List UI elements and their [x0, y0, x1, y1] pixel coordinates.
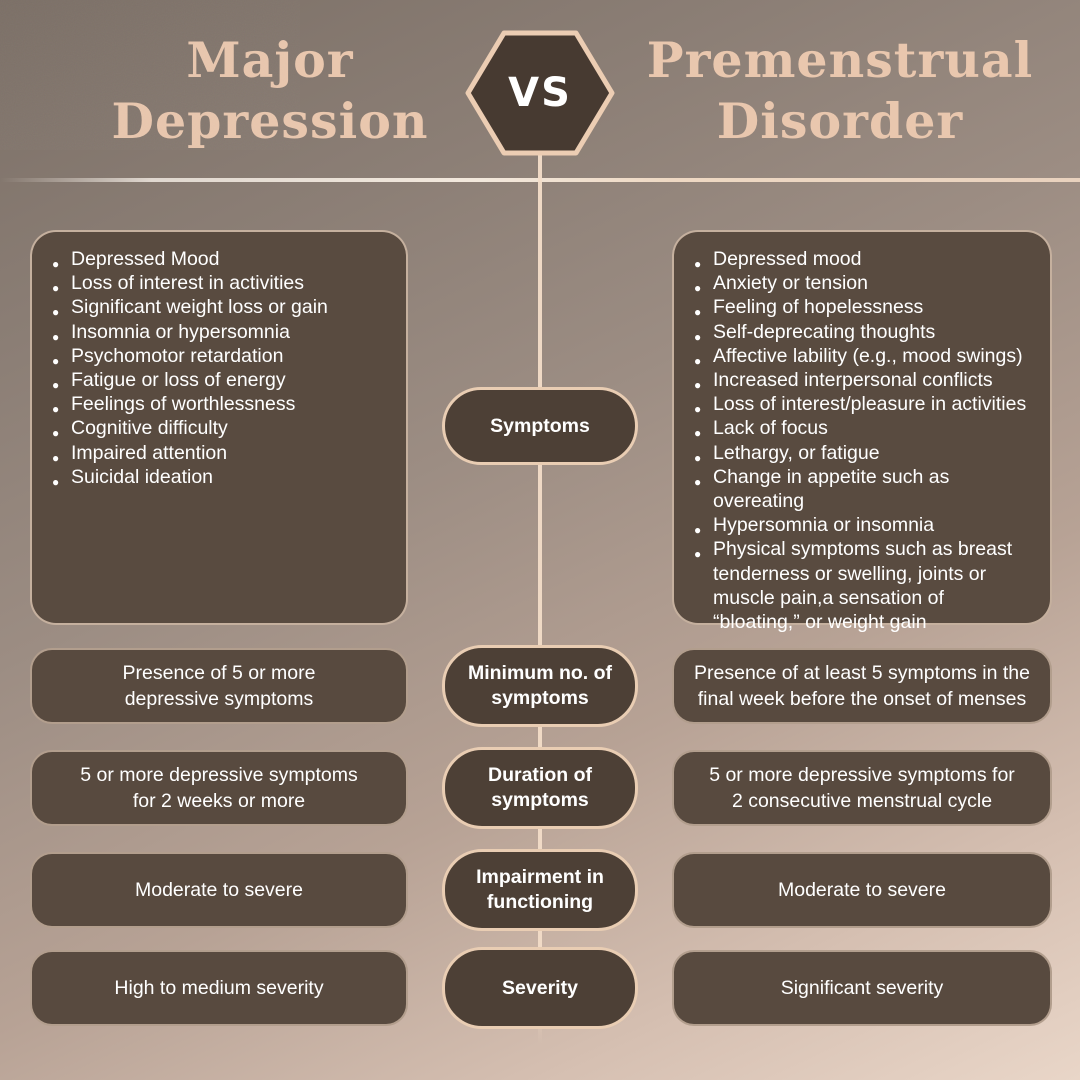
symptom-item: Change in appetite such as overeating — [694, 465, 1036, 513]
min-symptoms-pill: Minimum no. of symptoms — [442, 645, 638, 727]
symptoms-list-left: Depressed MoodLoss of interest in activi… — [52, 247, 392, 494]
min-symptoms-right-box: Presence of at least 5 symptoms in the f… — [672, 648, 1052, 724]
vertical-divider — [538, 152, 542, 1045]
severity-left-box: High to medium severity — [30, 950, 408, 1026]
severity-right-text: Significant severity — [780, 977, 944, 999]
impairment-right-text: Moderate to severe — [777, 879, 946, 901]
symptom-item: Loss of interest in activities — [52, 271, 392, 300]
vs-label: VS — [508, 70, 572, 116]
right-title-line2: Disorder — [716, 92, 964, 150]
vs-hexagon: VS — [463, 26, 617, 160]
left-title: Major Depression — [55, 30, 485, 152]
symptom-item: Depressed Mood — [52, 247, 392, 276]
min-symptoms-left-text: Presence of 5 or more depressive symptom… — [122, 662, 316, 710]
symptom-item: Hypersomnia or insomnia — [694, 513, 1036, 542]
symptoms-pill: Symptoms — [442, 387, 638, 465]
impairment-left-text: Moderate to severe — [134, 879, 303, 901]
symptom-item: Insomnia or hypersomnia — [52, 320, 392, 349]
impairment-left-box: Moderate to severe — [30, 852, 408, 928]
symptom-item: Increased interpersonal conflicts — [694, 368, 1036, 397]
severity-left-text: High to medium severity — [114, 977, 324, 999]
severity-pill-label: Severity — [502, 976, 578, 999]
symptom-item: Loss of interest/pleasure in activities — [694, 392, 1036, 421]
min-symptoms-pill-label: Minimum no. of symptoms — [467, 662, 613, 709]
symptom-item: Fatigue or loss of energy — [52, 368, 392, 397]
symptoms-panel-right: Depressed moodAnxiety or tensionFeeling … — [672, 230, 1052, 633]
duration-left-box: 5 or more depressive symptoms for 2 week… — [30, 750, 408, 826]
symptom-item: Suicidal ideation — [52, 465, 392, 494]
symptom-item: Significant weight loss or gain — [52, 295, 392, 324]
min-symptoms-left-box: Presence of 5 or more depressive symptom… — [30, 648, 408, 724]
symptom-item: Feeling of hopelessness — [694, 295, 1036, 324]
symptom-item: Psychomotor retardation — [52, 344, 392, 373]
right-title: Premenstrual Disorder — [622, 30, 1058, 152]
hexagon-shape — [465, 30, 615, 156]
symptom-item: Cognitive difficulty — [52, 416, 392, 445]
symptom-item: Feelings of worthlessness — [52, 392, 392, 421]
symptom-item: Lack of focus — [694, 416, 1036, 445]
symptom-item: Lethargy, or fatigue — [694, 441, 1036, 470]
left-title-line2: Depression — [111, 92, 429, 150]
duration-pill-label: Duration of symptoms — [488, 764, 592, 811]
left-title-line1: Major — [186, 31, 354, 89]
symptom-item: Depressed mood — [694, 247, 1036, 276]
severity-right-box: Significant severity — [672, 950, 1052, 1026]
duration-pill: Duration of symptoms — [442, 747, 638, 829]
duration-right-text: 5 or more depressive symptoms for 2 cons… — [709, 764, 1015, 812]
symptom-item: Anxiety or tension — [694, 271, 1036, 300]
symptoms-panel-left: Depressed MoodLoss of interest in activi… — [30, 230, 408, 625]
min-symptoms-right-text: Presence of at least 5 symptoms in the f… — [694, 662, 1030, 710]
impairment-right-box: Moderate to severe — [672, 852, 1052, 928]
impairment-pill-label: Impairment in functioning — [476, 866, 604, 913]
symptoms-pill-label: Symptoms — [490, 414, 590, 437]
duration-left-text: 5 or more depressive symptoms for 2 week… — [80, 764, 358, 812]
impairment-pill: Impairment in functioning — [442, 849, 638, 931]
severity-pill: Severity — [442, 947, 638, 1029]
symptom-item: Physical symptoms such as breast tendern… — [694, 537, 1036, 634]
symptoms-list-right: Depressed moodAnxiety or tensionFeeling … — [694, 247, 1036, 634]
symptom-item: Impaired attention — [52, 441, 392, 470]
symptom-item: Affective lability (e.g., mood swings) — [694, 344, 1036, 373]
symptom-item: Self-deprecating thoughts — [694, 320, 1036, 349]
right-title-line1: Premenstrual — [646, 31, 1034, 89]
duration-right-box: 5 or more depressive symptoms for 2 cons… — [672, 750, 1052, 826]
